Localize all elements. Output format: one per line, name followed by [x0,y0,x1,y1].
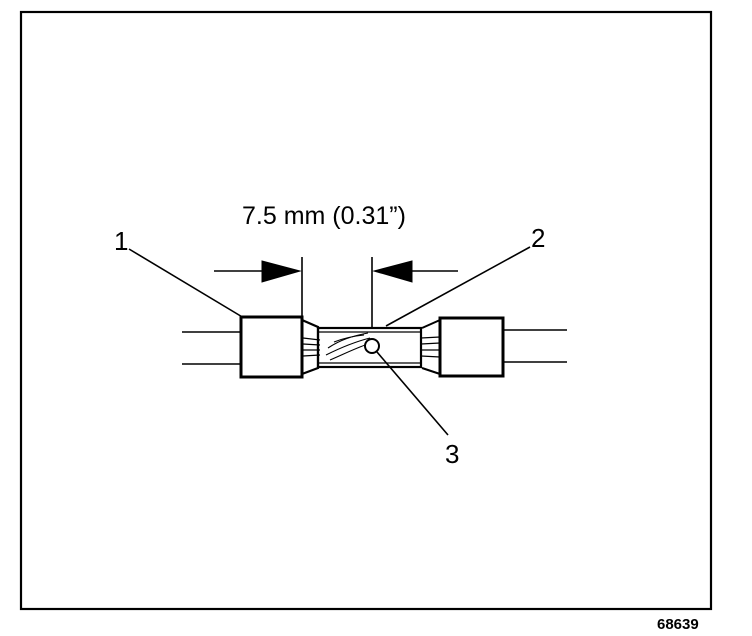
callout-1: 1 [114,226,128,256]
left-wire [182,331,241,365]
right-wire [503,329,567,363]
dimension-extension-lines [301,257,373,328]
inspection-hole [364,338,380,354]
leader-lines [128,246,531,436]
figure-frame [19,10,713,611]
left-insulation [239,315,320,379]
figure-id: 68639 [657,616,699,633]
dimension-label: 7.5 mm (0.31”) [242,202,406,230]
callout-3: 3 [445,439,459,469]
dimension-arrows [214,260,458,283]
right-insulation [421,316,505,378]
right-strands [420,336,441,358]
splice-clip [316,326,423,369]
callout-2: 2 [531,223,545,253]
